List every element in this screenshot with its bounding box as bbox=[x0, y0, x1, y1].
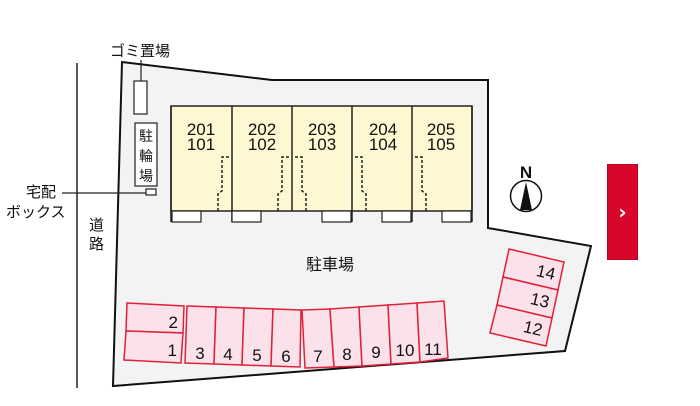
delivery-box bbox=[145, 188, 157, 196]
bicycle-parking bbox=[134, 122, 158, 187]
parking-spaces bbox=[123, 248, 565, 369]
parking-number: 9 bbox=[371, 343, 380, 362]
unit-105: 105 bbox=[427, 135, 455, 154]
parking-number: 11 bbox=[424, 340, 442, 359]
unit-201: 201 bbox=[187, 120, 215, 139]
parking-numbers: 2 1 3 4 5 6 7 8 9 10 11 14 13 12 bbox=[168, 261, 558, 366]
parking-number: 7 bbox=[313, 347, 322, 366]
north-label: N bbox=[520, 163, 532, 182]
next-button[interactable]: › bbox=[607, 164, 638, 260]
unit-203: 203 bbox=[308, 120, 336, 139]
road-label-1: 道 bbox=[89, 216, 104, 234]
building bbox=[170, 105, 473, 223]
parking-number: 12 bbox=[522, 317, 545, 340]
delivery-label-2: ボックス bbox=[6, 203, 66, 221]
unit-205: 205 bbox=[427, 120, 455, 139]
parking-number: 10 bbox=[396, 341, 415, 360]
unit-labels: 201 101 202 102 203 103 204 104 205 105 bbox=[187, 120, 455, 154]
parking-space-6 bbox=[270, 308, 302, 368]
parking-number: 13 bbox=[529, 289, 552, 312]
parking-number: 5 bbox=[252, 346, 261, 365]
delivery-label-1: 宅配 bbox=[26, 183, 56, 201]
north-compass-icon: N bbox=[509, 163, 543, 213]
unit-104: 104 bbox=[369, 135, 397, 154]
bicycle-label-2: 輪 bbox=[139, 148, 153, 165]
parking-space-12 bbox=[489, 304, 553, 347]
bicycle-label-3: 場 bbox=[139, 169, 153, 185]
chevron-right-icon: › bbox=[618, 200, 627, 224]
road-label-2: 路 bbox=[89, 235, 104, 253]
unit-103: 103 bbox=[308, 135, 336, 154]
unit-204: 204 bbox=[369, 120, 397, 139]
parking-number: 14 bbox=[535, 261, 558, 284]
garbage-label: ゴミ置場 bbox=[110, 42, 170, 60]
unit-101: 101 bbox=[187, 135, 215, 154]
garbage-area bbox=[133, 80, 148, 115]
parking-number: 8 bbox=[342, 345, 351, 364]
parking-number: 4 bbox=[223, 345, 232, 364]
parking-number: 3 bbox=[195, 344, 204, 363]
parking-number: 2 bbox=[169, 313, 178, 332]
bicycle-label-1: 駐 bbox=[139, 129, 153, 145]
parking-label: 駐車場 bbox=[306, 255, 354, 274]
unit-202: 202 bbox=[248, 120, 276, 139]
parking-space-1 bbox=[123, 330, 184, 364]
parking-number: 1 bbox=[168, 341, 177, 360]
unit-102: 102 bbox=[248, 135, 276, 154]
parking-space-11 bbox=[416, 300, 449, 363]
parking-number: 6 bbox=[281, 347, 290, 366]
